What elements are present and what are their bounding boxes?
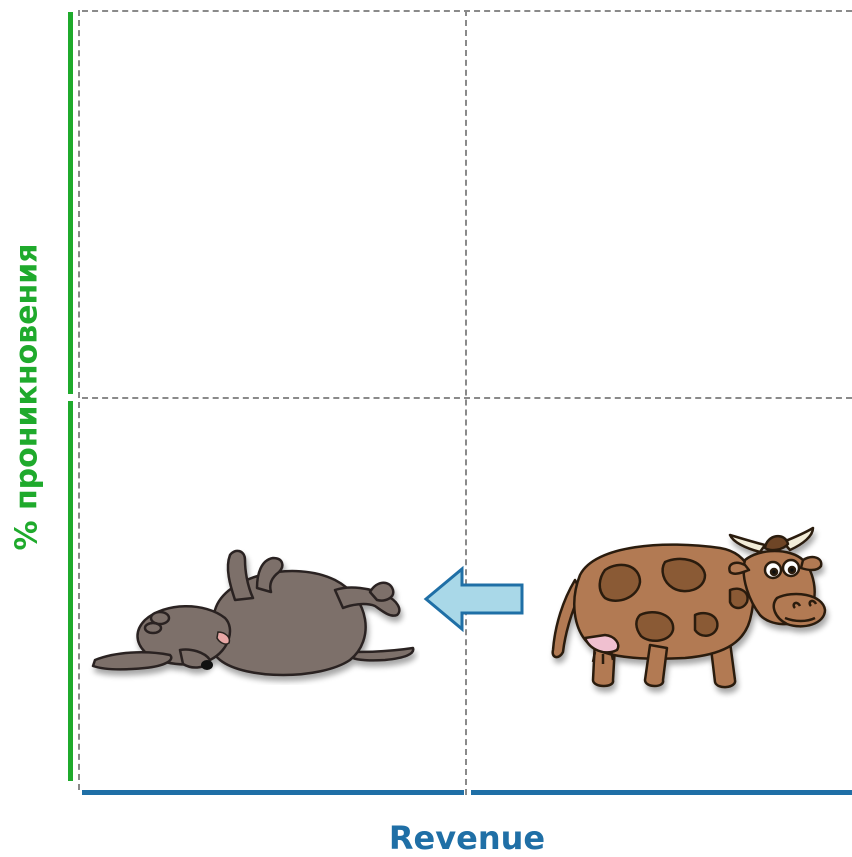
- y-axis-bar-lower: [68, 401, 73, 781]
- grid-line-top: [82, 10, 852, 12]
- dead-dog-icon: [91, 549, 415, 677]
- y-axis-label: % проникновения: [9, 243, 45, 551]
- grid-line-left: [78, 10, 80, 790]
- cash-cow-icon: [551, 526, 827, 689]
- x-axis-bar-right: [471, 790, 852, 795]
- grid-line-middle-vertical: [465, 10, 467, 795]
- x-axis-bar-left: [82, 790, 464, 795]
- grid-line-middle-horizontal: [82, 397, 852, 399]
- y-axis-bar-upper: [68, 12, 73, 394]
- x-axis-label: Revenue: [388, 819, 546, 857]
- left-arrow-icon: [423, 565, 524, 633]
